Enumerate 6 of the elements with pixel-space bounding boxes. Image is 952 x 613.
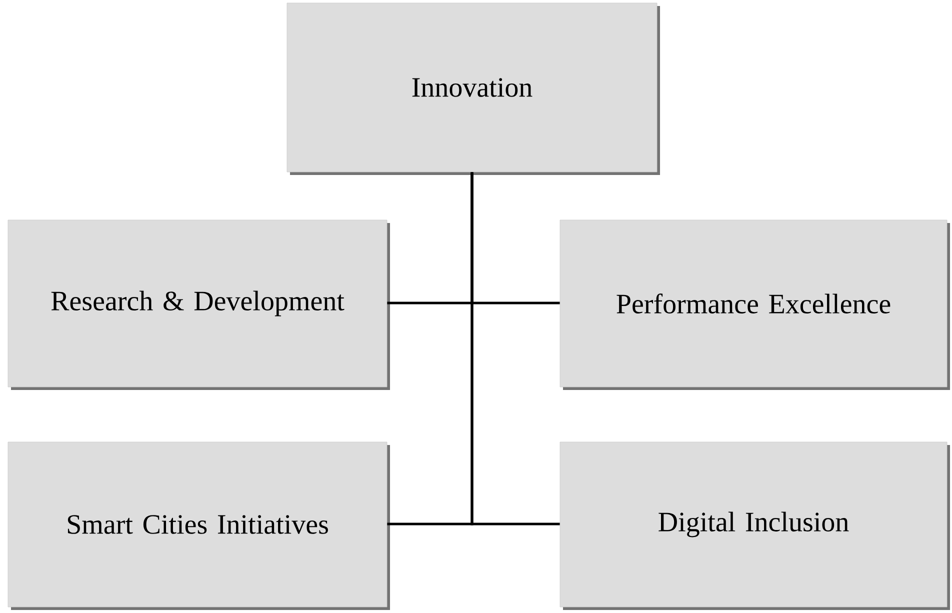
connector-line [470, 172, 560, 526]
process-box: Research & Development [8, 220, 390, 390]
process-box: Smart Cities Initiatives [8, 442, 390, 610]
process-box: Performance Excellence [560, 220, 950, 390]
process-box: Innovation [286, 2, 660, 175]
process-box: Digital Inclusion [560, 442, 950, 610]
